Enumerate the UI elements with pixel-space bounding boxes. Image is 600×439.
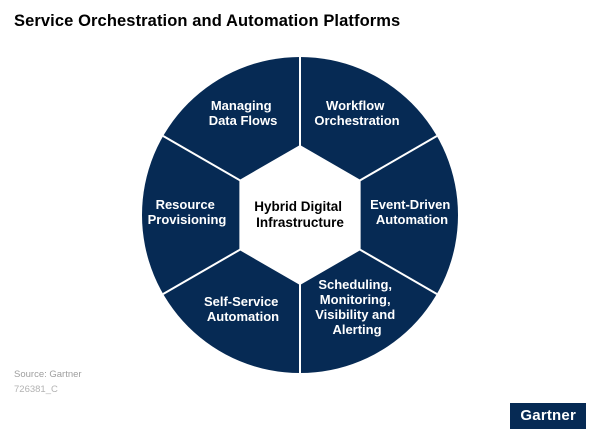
- segment-label-line: Automation: [376, 212, 448, 227]
- page-title: Service Orchestration and Automation Pla…: [14, 12, 401, 30]
- source-note: Source: Gartner 726381_C: [14, 367, 82, 397]
- center-label: Hybrid Digital Infrastructure: [254, 199, 346, 230]
- segment-label-line: Event-Driven: [370, 197, 450, 212]
- segment-label-line: Visibility and: [315, 307, 395, 322]
- segment-label-managing-data-flows: Managing Data Flows: [209, 98, 278, 128]
- segment-label-line: Workflow: [326, 98, 385, 113]
- segment-label-line: Self-Service: [204, 294, 278, 309]
- segment-label-line: Monitoring,: [320, 292, 391, 307]
- segment-label-workflow-orchestration: Workflow Orchestration: [314, 98, 399, 128]
- gartner-logo: Gartner: [510, 403, 586, 429]
- source-code: 726381_C: [14, 384, 58, 395]
- segment-label-line: Alerting: [332, 322, 381, 337]
- center-label-line: Hybrid Digital: [254, 199, 342, 214]
- segment-label-line: Automation: [207, 309, 279, 324]
- segment-label-line: Managing: [211, 98, 272, 113]
- source-text: Source: Gartner: [14, 369, 82, 380]
- segment-label-line: Provisioning: [148, 212, 227, 227]
- segment-label-self-service-automation: Self-Service Automation: [204, 294, 282, 324]
- segment-label-event-driven-automation: Event-Driven Automation: [370, 197, 454, 227]
- segment-label-line: Scheduling,: [318, 277, 392, 292]
- segment-label-line: Data Flows: [209, 113, 278, 128]
- segment-label-scheduling-monitoring-visibility-alerting: Scheduling, Monitoring, Visibility and A…: [315, 277, 399, 337]
- center-label-line: Infrastructure: [256, 215, 344, 230]
- segment-label-line: Resource: [156, 197, 215, 212]
- segment-label-line: Orchestration: [314, 113, 399, 128]
- center-hexagon: [239, 145, 361, 285]
- segment-label-resource-provisioning: Resource Provisioning: [148, 197, 227, 227]
